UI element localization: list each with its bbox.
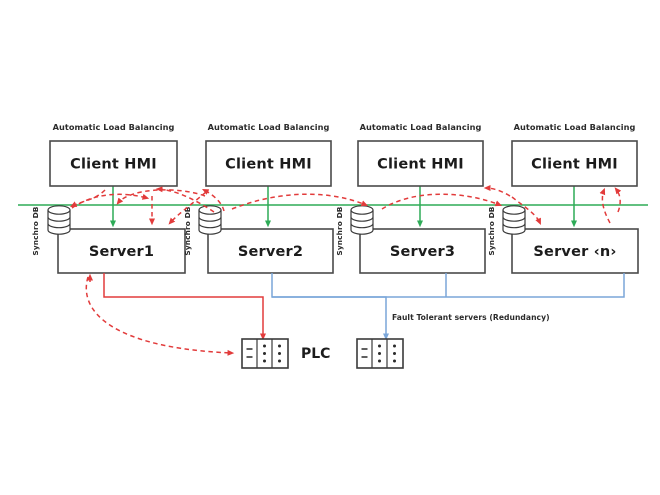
load-balancing-caption-1: Automatic Load Balancing <box>53 122 175 132</box>
synchro-db-label-2: Synchro DB <box>183 206 192 255</box>
plc-device-2[interactable] <box>356 338 404 369</box>
server-box-3[interactable] <box>359 228 486 274</box>
plc-device-1[interactable] <box>241 338 289 369</box>
control-link-server2-plc2 <box>271 273 389 341</box>
client-hmi-node-1[interactable]: Client HMI <box>49 140 178 187</box>
client-hmi-box-1[interactable] <box>49 140 178 187</box>
failover-arc-c1-left <box>69 189 106 207</box>
client-hmi-label-2: Client HMI <box>225 157 312 173</box>
server-label-1: Server1 <box>89 244 154 260</box>
control-link-servern-bus <box>272 273 625 298</box>
client-hmi-node-4[interactable]: Client HMI <box>511 140 638 187</box>
failover-link-server1-plc1 <box>85 276 235 356</box>
client-hmi-box-4[interactable] <box>511 140 638 187</box>
synchro-db-2: Synchro DB <box>183 205 222 256</box>
database-icon-3 <box>350 205 374 235</box>
server-label-3: Server3 <box>390 244 455 260</box>
load-balancing-caption-2: Automatic Load Balancing <box>208 122 330 132</box>
client-hmi-label-4: Client HMI <box>531 157 618 173</box>
load-balancing-caption-4: Automatic Load Balancing <box>514 122 636 132</box>
database-icon-2 <box>198 205 222 235</box>
client-hmi-label-3: Client HMI <box>377 157 464 173</box>
failover-arc-s2-s3 <box>231 193 369 210</box>
database-icon-4 <box>502 205 526 235</box>
synchro-db-label-3: Synchro DB <box>335 206 344 255</box>
client-hmi-node-3[interactable]: Client HMI <box>357 140 484 187</box>
server-node-4[interactable]: Server ‹n› <box>511 228 639 274</box>
failover-arc-s3-sn <box>381 193 503 210</box>
control-link-server1-plc1 <box>103 273 266 341</box>
fault-tolerant-caption: Fault Tolerant servers (Redundancy) <box>392 313 550 322</box>
failover-arc-to-client3 <box>483 185 511 197</box>
failover-arc-sn-to-cn <box>599 187 611 224</box>
database-icon-1 <box>47 205 71 235</box>
client-hmi-node-2[interactable]: Client HMI <box>205 140 332 187</box>
server-node-2[interactable]: Server2 <box>207 228 334 274</box>
client-hmi-box-3[interactable] <box>357 140 484 187</box>
synchro-db-3: Synchro DB <box>335 205 374 256</box>
synchro-db-1: Synchro DB <box>31 205 71 256</box>
server-node-3[interactable]: Server3 <box>359 228 486 274</box>
server-node-1[interactable]: Server1 <box>57 228 186 274</box>
server-box-1[interactable] <box>57 228 186 274</box>
failover-arc-c2-bus-s1 <box>116 189 206 205</box>
failover-arc-cn-up <box>614 187 622 213</box>
failover-arc-cn-to-sn <box>511 196 541 226</box>
client-hmi-label-1: Client HMI <box>70 157 157 173</box>
synchro-db-4: Synchro DB <box>487 205 526 256</box>
synchro-db-label-1: Synchro DB <box>31 206 40 255</box>
load-balancing-caption-3: Automatic Load Balancing <box>360 122 482 132</box>
server-label-2: Server2 <box>238 244 303 260</box>
server-box-4[interactable] <box>511 228 639 274</box>
server-label-4: Server ‹n› <box>533 244 616 260</box>
failover-arc-to-client1 <box>71 193 150 209</box>
client-hmi-box-2[interactable] <box>205 140 332 187</box>
plc-label: PLC <box>301 346 330 362</box>
failover-arc-s2-c2 <box>201 188 225 212</box>
synchro-db-label-4: Synchro DB <box>487 206 496 255</box>
server-box-2[interactable] <box>207 228 334 274</box>
